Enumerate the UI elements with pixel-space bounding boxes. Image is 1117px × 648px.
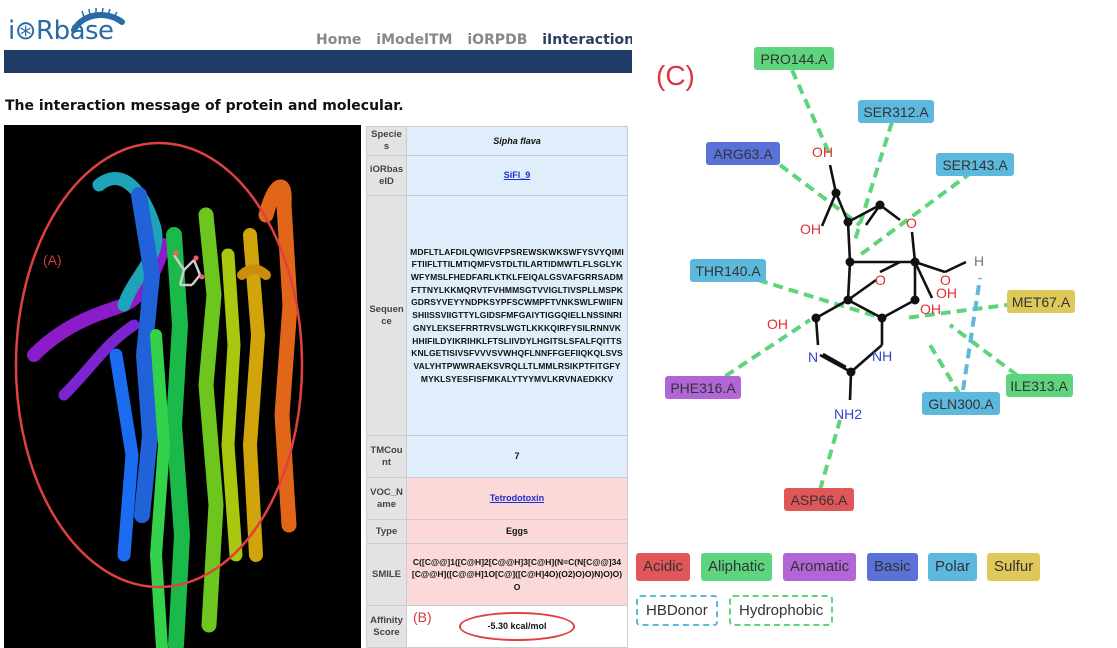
legend-hydrophobic: Hydrophobic <box>729 595 834 626</box>
panel-label-c: (C) <box>656 60 695 91</box>
atom-label: NH <box>872 348 892 364</box>
legend-acidic: Acidic <box>636 553 691 581</box>
svg-text:ARG63.A: ARG63.A <box>713 146 773 162</box>
atom-label: N <box>808 349 818 365</box>
page-title: The interaction message of protein and m… <box>5 98 404 114</box>
logo-text: i⊛Rbase <box>8 16 114 46</box>
legend-hbdonor: HBDonor <box>636 595 718 626</box>
panel-label-a: (A) <box>43 252 62 268</box>
legend-aromatic: Aromatic <box>783 553 857 581</box>
iorbaseid-link[interactable]: SiFl_9 <box>503 170 531 181</box>
table-row: TMCount 7 <box>366 435 628 478</box>
atom-label: O <box>875 272 886 288</box>
protein-structure-image <box>4 125 361 648</box>
tmcount-value: 7 <box>406 435 628 478</box>
table-row: Affinity Score -5.30 kcal/mol <box>366 605 628 648</box>
interaction-diagram: OH OH O O H OH OH OH O N NH NH2 PRO144.A… <box>665 47 1075 511</box>
species-key: Species <box>366 126 407 156</box>
sequence-value: MDFLTLAFDILQWIGVFPSREWSKWKSWFYSVYQIMIFTI… <box>406 195 628 436</box>
affinity-key: Affinity Score <box>366 605 407 648</box>
smile-value: C([C@@]1([C@H]2[C@@H]3[C@H](N=C(N[C@@]34… <box>406 543 628 606</box>
bug-logo-icon <box>71 8 125 33</box>
smile-key: SMILE <box>366 543 407 606</box>
table-row: Type Eggs <box>366 519 628 544</box>
atom-label: H <box>974 253 984 269</box>
affinity-value: -5.30 kcal/mol <box>459 612 575 641</box>
residue-arg63[interactable]: ARG63.A <box>706 142 780 165</box>
legend-basic: Basic <box>867 553 918 581</box>
type-key: Type <box>366 519 407 544</box>
residue-ile313[interactable]: ILE313.A <box>1006 374 1073 397</box>
nav-home[interactable]: Home <box>316 32 362 48</box>
legend-polar: Polar <box>928 553 978 581</box>
residue-met67[interactable]: MET67.A <box>1007 290 1075 313</box>
species-value: Sipha flava <box>406 126 628 156</box>
atom-label: NH2 <box>834 406 862 422</box>
atom-label: OH <box>800 221 821 237</box>
sequence-key: Sequence <box>366 195 407 436</box>
protein-ribbon-render <box>14 141 304 648</box>
header-banner <box>4 50 632 73</box>
residue-gln300[interactable]: GLN300.A <box>922 392 1000 415</box>
svg-text:PRO144.A: PRO144.A <box>761 51 829 67</box>
residue-asp66[interactable]: ASP66.A <box>784 488 854 511</box>
table-row: SMILE C([C@@]1([C@H]2[C@@H]3[C@H](N=C(N[… <box>366 543 628 606</box>
table-row: Sequence MDFLTLAFDILQWIGVFPSREWSKWKSWFYS… <box>366 195 628 436</box>
svg-text:SER143.A: SER143.A <box>942 157 1008 173</box>
site-logo[interactable]: i⊛Rbase <box>8 2 128 48</box>
iorbaseid-key: iORbaseID <box>366 155 407 196</box>
atom-label: OH <box>936 285 957 301</box>
nav-imodeltm[interactable]: iModelTM <box>376 32 453 48</box>
atom-label: OH <box>812 144 833 160</box>
atom-label: OH <box>767 316 788 332</box>
info-table: Species Sipha flava iORbaseID SiFl_9 Seq… <box>366 126 628 648</box>
svg-text:MET67.A: MET67.A <box>1012 294 1071 310</box>
atom-label: OH <box>920 301 941 317</box>
svg-text:ILE313.A: ILE313.A <box>1010 378 1068 394</box>
type-value: Eggs <box>406 519 628 544</box>
tmcount-key: TMCount <box>366 435 407 478</box>
residue-ser312[interactable]: SER312.A <box>858 100 934 123</box>
svg-text:SER312.A: SER312.A <box>863 104 929 120</box>
table-row: Species Sipha flava <box>366 126 628 156</box>
residue-pro144[interactable]: PRO144.A <box>754 47 834 70</box>
table-row: VOC_Name Tetrodotoxin <box>366 477 628 520</box>
legend-sulfur: Sulfur <box>987 553 1041 581</box>
atom-label: O <box>940 272 951 288</box>
residue-phe316[interactable]: PHE316.A <box>665 376 741 399</box>
residue-thr140[interactable]: THR140.A <box>690 259 766 282</box>
svg-text:ASP66.A: ASP66.A <box>791 492 848 508</box>
svg-text:GLN300.A: GLN300.A <box>928 396 994 412</box>
panel-label-b: (B) <box>413 609 432 625</box>
atom-label: O <box>906 215 917 231</box>
svg-text:PHE316.A: PHE316.A <box>670 380 736 396</box>
voc-name-link[interactable]: Tetrodotoxin <box>489 493 545 504</box>
table-row: iORbaseID SiFl_9 <box>366 155 628 196</box>
legend-aliphatic: Aliphatic <box>701 553 772 581</box>
residue-ser143[interactable]: SER143.A <box>936 153 1014 176</box>
nav-iinteraction[interactable]: iInteraction <box>542 32 632 48</box>
svg-text:THR140.A: THR140.A <box>695 263 761 279</box>
nav-iorpdb[interactable]: iORPDB <box>467 32 528 48</box>
main-nav: Home iModelTM iORPDB iInteraction i <box>316 32 632 52</box>
voc-name-key: VOC_Name <box>366 477 407 520</box>
